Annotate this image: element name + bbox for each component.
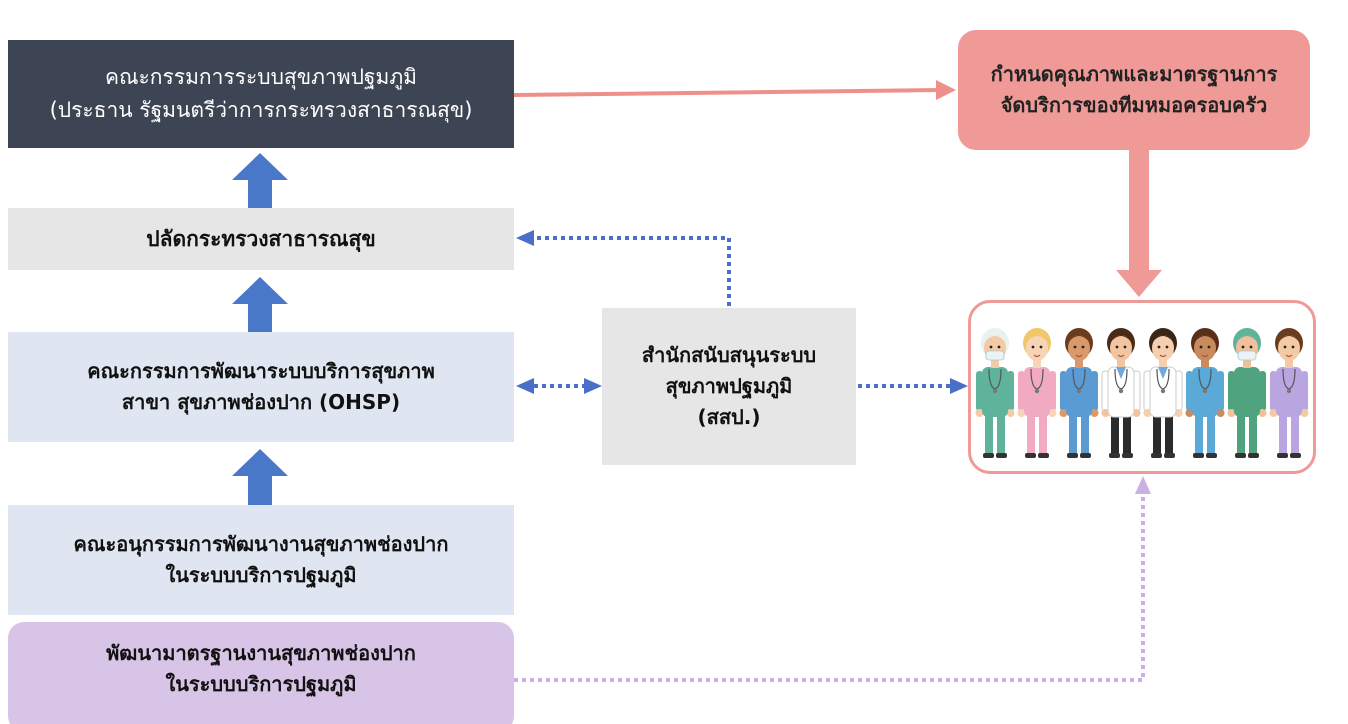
arrow-up-icon [1135, 476, 1151, 494]
standards-line1: กำหนดคุณภาพและมาตรฐานการ [990, 62, 1278, 86]
team-member-doctor [1143, 328, 1183, 458]
up-arrow-icon [232, 153, 288, 208]
arrow-board-to-standards [513, 88, 941, 97]
permanent-secretary-label: ปลัดกระทรวงสาธารณสุข [146, 226, 376, 251]
board-line1: คณะกรรมการระบบสุขภาพปฐมภูมิ [104, 65, 418, 90]
support-office-box: สำนักสนับสนุนระบบ สุขภาพปฐมภูมิ (สสป.) [602, 308, 856, 465]
arrow-down-icon [1116, 270, 1162, 297]
team-member-doctor [1101, 328, 1141, 458]
arrow-right-icon [950, 378, 968, 394]
dotted-develop-to-team [514, 492, 1145, 682]
team-member-doctor [1059, 328, 1099, 458]
ohsp-committee-box: คณะกรรมการพัฒนาระบบบริการสุขภาพ สาขา สุข… [8, 332, 514, 442]
quality-standards-box: กำหนดคุณภาพและมาตรฐานการ จัดบริการของทีม… [958, 30, 1310, 150]
up-arrow-icon [232, 449, 288, 505]
subcommittee-line1: คณะอนุกรรมการพัฒนางานสุขภาพช่องปาก [73, 532, 449, 556]
ohsp-line2: สาขา สุขภาพช่องปาก (OHSP) [121, 390, 401, 414]
office-line2: สุขภาพปฐมภูมิ [665, 374, 793, 398]
arrow-left-icon [516, 378, 534, 394]
develop-standards-box: พัฒนามาตรฐานงานสุขภาพช่องปาก ในระบบบริกา… [8, 622, 514, 724]
primary-health-board-box: คณะกรรมการระบบสุขภาพปฐมภูมิ (ประธาน รัฐม… [8, 40, 514, 148]
family-doctor-team-box [968, 300, 1316, 474]
arrow-left-icon [516, 230, 534, 246]
arrow-right-icon [936, 80, 956, 100]
team-member-nurse [975, 328, 1015, 458]
arrow-right-icon [584, 378, 602, 394]
ohsp-line1: คณะกรรมการพัฒนาระบบบริการสุขภาพ [87, 359, 435, 383]
standards-line2: จัดบริการของทีมหมอครอบครัว [1000, 93, 1268, 117]
office-line3: (สสป.) [697, 405, 761, 429]
office-line1: สำนักสนับสนุนระบบ [641, 343, 817, 367]
dotted-office-to-permsec [534, 236, 731, 306]
permanent-secretary-box: ปลัดกระทรวงสาธารณสุข [8, 208, 514, 270]
team-member-nurse [1269, 328, 1309, 458]
develop-line2: ในระบบบริการปฐมภูมิ [165, 672, 357, 696]
develop-line1: พัฒนามาตรฐานงานสุขภาพช่องปาก [106, 641, 416, 665]
team-member-surgeon [1227, 328, 1267, 458]
oral-health-subcommittee-box: คณะอนุกรรมการพัฒนางานสุขภาพช่องปาก ในระบ… [8, 505, 514, 615]
board-line2: (ประธาน รัฐมนตรีว่าการกระทรวงสาธารณสุข) [49, 98, 473, 122]
up-arrow-icon [232, 277, 288, 332]
healthcare-team-icon [975, 328, 1309, 458]
arrow-standards-to-team [1129, 150, 1149, 272]
team-member-nurse [1185, 328, 1225, 458]
subcommittee-line2: ในระบบบริการปฐมภูมิ [165, 563, 357, 587]
team-member-nurse [1017, 328, 1057, 458]
